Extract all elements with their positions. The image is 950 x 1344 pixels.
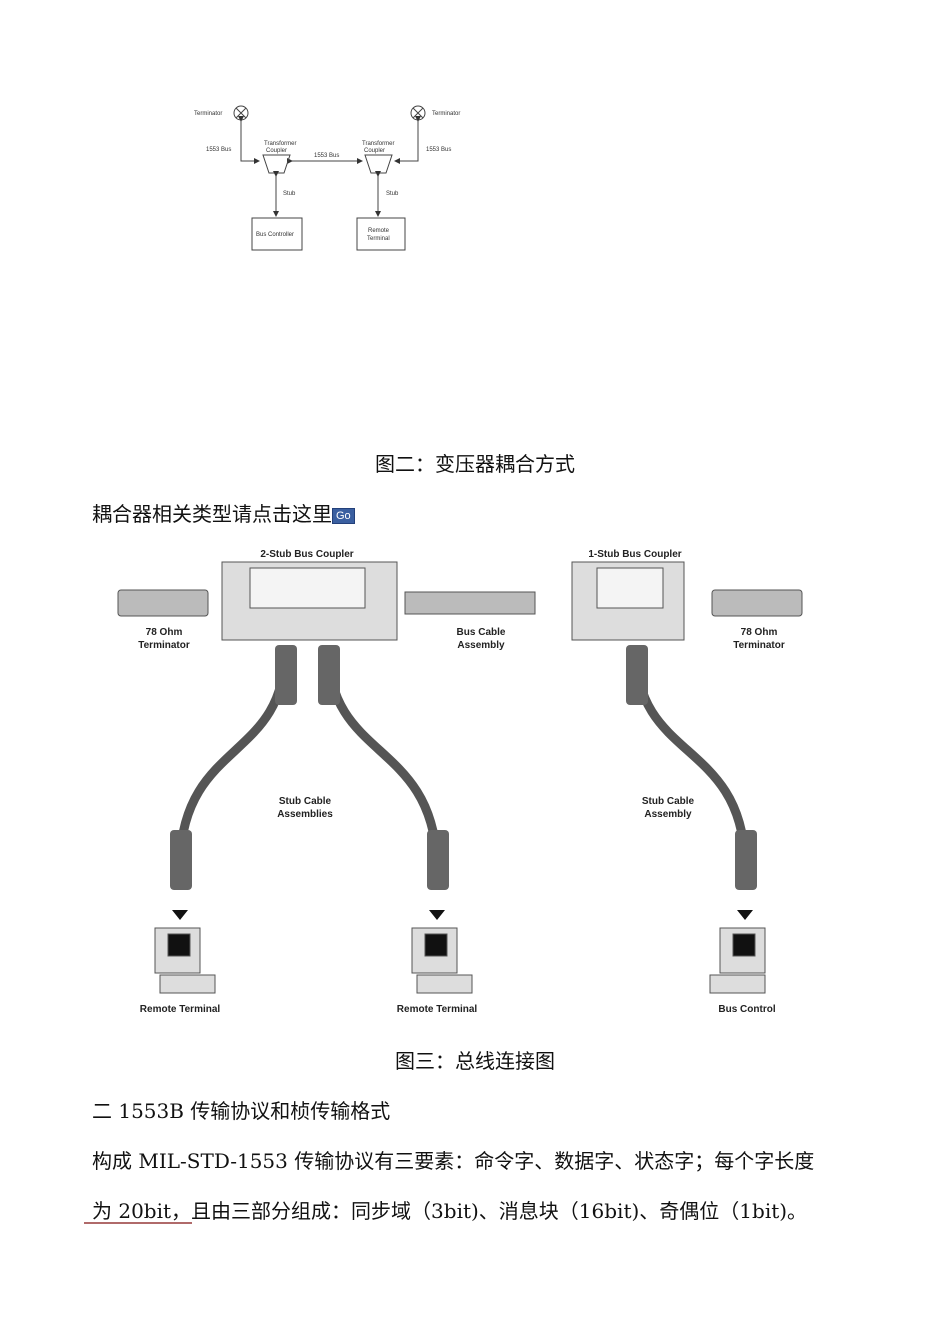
label: Transformer bbox=[362, 141, 394, 147]
go-button[interactable]: Go bbox=[332, 507, 355, 524]
figure-3-caption: 图三：总线连接图 bbox=[395, 1049, 555, 1073]
remote-terminal-box bbox=[356, 217, 406, 251]
coupler-link-text[interactable]: 耦合器相关类型请点击这里 bbox=[92, 502, 332, 526]
coupler-left bbox=[262, 154, 291, 174]
label: 2-Stub Bus Coupler bbox=[260, 549, 353, 560]
label: Remote bbox=[368, 228, 390, 234]
label: 78 Ohm bbox=[146, 627, 183, 638]
label: 78 Ohm bbox=[741, 627, 778, 638]
label: Terminator bbox=[138, 640, 190, 651]
label: 1553 Bus bbox=[426, 147, 451, 153]
bus-controller-box bbox=[251, 217, 303, 251]
label: Stub Cable bbox=[279, 796, 332, 807]
coupler-right bbox=[364, 154, 393, 174]
label: Assemblies bbox=[277, 809, 333, 820]
label: 1-Stub Bus Coupler bbox=[588, 549, 681, 560]
paragraph-line: 构成 MIL-STD-1553 传输协议有三要素：命令字、数据字、状态字；每个字… bbox=[92, 1149, 815, 1173]
figure-2-caption: 图二：变压器耦合方式 bbox=[375, 452, 575, 476]
paragraph-line: 为 20bit，且由三部分组成：同步域（3bit)、消息块（16bit)、奇偶位… bbox=[92, 1199, 808, 1223]
label: Bus Control bbox=[718, 1004, 775, 1015]
label: Remote Terminal bbox=[140, 1004, 221, 1015]
label: Bus Controller bbox=[256, 232, 294, 238]
label: Assembly bbox=[457, 640, 505, 651]
label: Coupler bbox=[266, 148, 287, 154]
bus-cable bbox=[404, 591, 536, 615]
label: Remote Terminal bbox=[397, 1004, 478, 1015]
label: Stub Cable bbox=[642, 796, 695, 807]
label: Terminator bbox=[733, 640, 785, 651]
label: Bus Cable bbox=[457, 627, 506, 638]
label: Assembly bbox=[644, 809, 692, 820]
transformer-coupling-diagram: Terminator Terminator 1553 Bus 1553 Bus … bbox=[194, 105, 460, 251]
label: Terminator bbox=[432, 111, 460, 117]
label: 1553 Bus bbox=[206, 147, 231, 153]
label: 1553 Bus bbox=[314, 153, 339, 159]
bus-connection-figure: 2-Stub Bus Coupler 1-Stub Bus Coupler 78… bbox=[117, 549, 803, 1015]
section-heading: 二 1553B 传输协议和桢传输格式 bbox=[92, 1099, 391, 1123]
label: Terminal bbox=[367, 236, 390, 242]
label: Stub bbox=[283, 191, 296, 197]
label: Transformer bbox=[264, 141, 296, 147]
terminator-right bbox=[711, 589, 803, 617]
terminator-left bbox=[117, 589, 209, 617]
label: Terminator bbox=[194, 111, 222, 117]
label: Coupler bbox=[364, 148, 385, 154]
label: Stub bbox=[386, 191, 399, 197]
spellcheck-underline bbox=[84, 1222, 192, 1224]
